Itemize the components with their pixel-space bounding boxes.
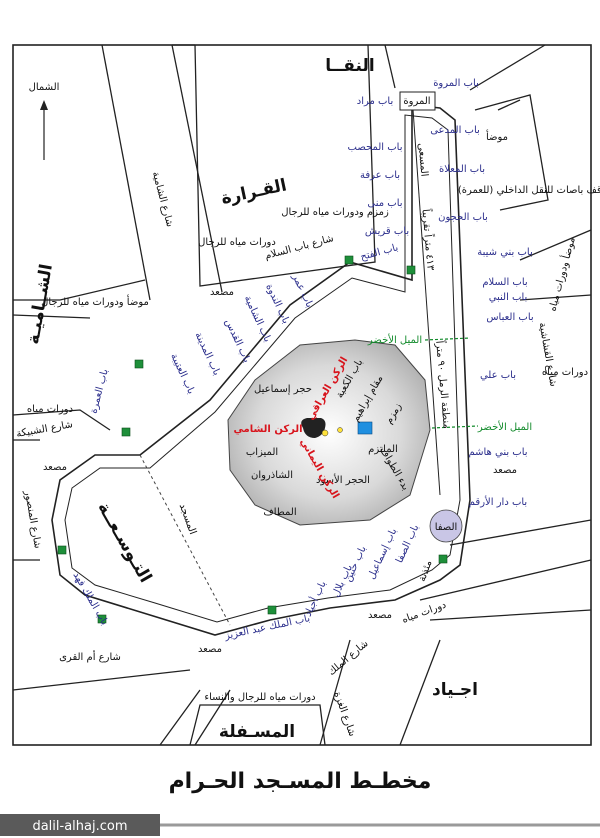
safa-icon xyxy=(429,509,463,543)
gate-label: باب عرفة xyxy=(360,170,400,181)
label-green-mark-1: الميل الأخضر xyxy=(367,333,422,346)
gate-label: باب الصفا xyxy=(394,523,421,565)
label-mataf: المطاف xyxy=(263,507,296,518)
street-umm-qura: شارع أم القرى xyxy=(59,650,121,663)
gate-marker xyxy=(97,614,107,624)
marwa-box xyxy=(399,91,436,111)
street-outlines xyxy=(12,44,592,746)
label-toilets-men-women: دورات مياه للرجال والنساء xyxy=(204,692,315,703)
district-ajyad: اجـياد xyxy=(432,680,478,700)
label-zamzam-toilets: زمزم ودورات مياه للرجال xyxy=(281,207,389,218)
gate-label: باب الشامية xyxy=(242,294,273,344)
gate-label: باب دار الأرقم xyxy=(469,495,527,508)
maqam-icon xyxy=(337,427,343,433)
label-masad: مصعد xyxy=(368,610,392,621)
gate-marker xyxy=(438,554,448,564)
label-toilets: دورات مياه xyxy=(542,367,588,378)
district-tawsiaa: التـوسـعــة xyxy=(93,499,155,587)
label-mawda: موضأ xyxy=(486,129,508,143)
label-safa: الصفا xyxy=(435,522,458,533)
gate-label: باب مراد xyxy=(357,96,394,107)
label-masad: مصعد xyxy=(198,644,222,655)
gate-label: باب قريش xyxy=(365,226,409,237)
gate-label: باب منى xyxy=(367,198,402,209)
gate-markers xyxy=(57,255,448,624)
map-frame xyxy=(12,44,592,746)
site-strip xyxy=(0,814,160,836)
zamzam-icon xyxy=(357,421,373,435)
label-marwa: المروة xyxy=(403,96,430,107)
masjid-divider xyxy=(139,454,231,626)
gate-label: باب المحصب xyxy=(348,142,403,153)
haram-boundary xyxy=(51,104,471,636)
gate-marker xyxy=(406,265,416,275)
mataf-area xyxy=(227,339,431,526)
gate-label: باب السلام xyxy=(482,277,527,288)
label-masaa-length: ٤١٣ متراً تقريباً xyxy=(419,208,439,271)
district-qarara: القـرارة xyxy=(219,175,288,208)
label-masad: مصعد xyxy=(43,462,67,473)
label-shadharwan: الشاذروان xyxy=(251,470,293,481)
gate-label: باب المدعى xyxy=(430,125,480,136)
street-ghaza: شارع الغزة xyxy=(331,690,357,738)
label-mizab: الميزاب xyxy=(246,447,278,458)
label-bus-stop: موقف باصات للنقل الداخلي (للعمرة) xyxy=(458,185,600,196)
gate-label: باب الملك عبد العزيز xyxy=(223,613,311,642)
district-misfala: المسـفلة xyxy=(219,722,295,742)
label-masaa-sprint: منطقة الرمل ٩٠ متراً xyxy=(433,340,455,429)
hajar-icon xyxy=(321,429,329,437)
street-shubaika: شارع الشبيكة xyxy=(16,419,74,440)
green-mark-2 xyxy=(431,425,479,429)
street-mansour: شارع المنصور xyxy=(22,489,43,550)
gate-label: باب المعلاة xyxy=(439,164,485,175)
gate-marker xyxy=(121,427,131,437)
label-toilets: دورات مياه xyxy=(401,600,448,626)
gate-label: باب الحجون xyxy=(438,212,488,223)
kaaba xyxy=(301,418,343,438)
district-naqa: النقــا xyxy=(325,56,374,76)
label-hijr: حجر إسماعيل xyxy=(254,384,312,395)
label-mithana: مئذنة xyxy=(417,559,435,583)
label-toilets: دورات مياه xyxy=(27,404,73,415)
masaa-line xyxy=(411,94,441,496)
haram-inner-boundary xyxy=(64,114,461,623)
map-title: مخطـط المسـجد الحـرام xyxy=(169,769,432,794)
label-masaa: المسعى xyxy=(416,143,430,178)
gate-label: باب الفتح xyxy=(359,242,399,263)
gate-label: باب العتيبة xyxy=(168,352,196,396)
label-masad: مصعد xyxy=(493,465,517,476)
gate-marker xyxy=(267,605,277,615)
label-toilets-men: دورات مياه للرجال xyxy=(198,237,276,248)
gate-label: باب بني شيبة xyxy=(477,247,533,258)
gate-marker xyxy=(344,255,354,265)
gate-label: باب العمرة xyxy=(88,368,110,415)
gate-label: باب العباس xyxy=(486,312,533,323)
gate-label: باب القدس xyxy=(222,317,252,364)
gate-label: باب الملك فهد xyxy=(71,570,110,627)
gate-label: باب إسماعيل xyxy=(366,527,399,581)
label-hajar: الحجر الأسود xyxy=(316,473,370,486)
kaaba-icon xyxy=(301,418,326,438)
gate-marker xyxy=(57,545,67,555)
green-mark-1 xyxy=(424,337,471,341)
label-multazam: الملتزم xyxy=(368,444,398,455)
label-green-mark-2: الميل الأخضر xyxy=(477,420,532,433)
north-label: الشمال xyxy=(29,82,60,93)
site-url: dalil-alhaj.com xyxy=(32,819,127,834)
label-masad: مصعد xyxy=(210,287,234,298)
gate-label: باب المروة xyxy=(433,78,479,89)
north-arrow xyxy=(40,100,48,160)
street-shamiya: شارع الشامية xyxy=(150,170,175,228)
gate-label: باب علي xyxy=(480,370,516,381)
gate-marker xyxy=(134,359,144,369)
label-mawda-toilets: موضأ ودورات مياه للرجال xyxy=(41,294,149,308)
gate-label: باب بني هاشم xyxy=(468,447,527,458)
label-rukn-shami: الركن الشامي xyxy=(233,424,302,435)
gate-label: باب المدينة xyxy=(192,331,222,378)
gate-label: باب النبي xyxy=(489,292,528,303)
